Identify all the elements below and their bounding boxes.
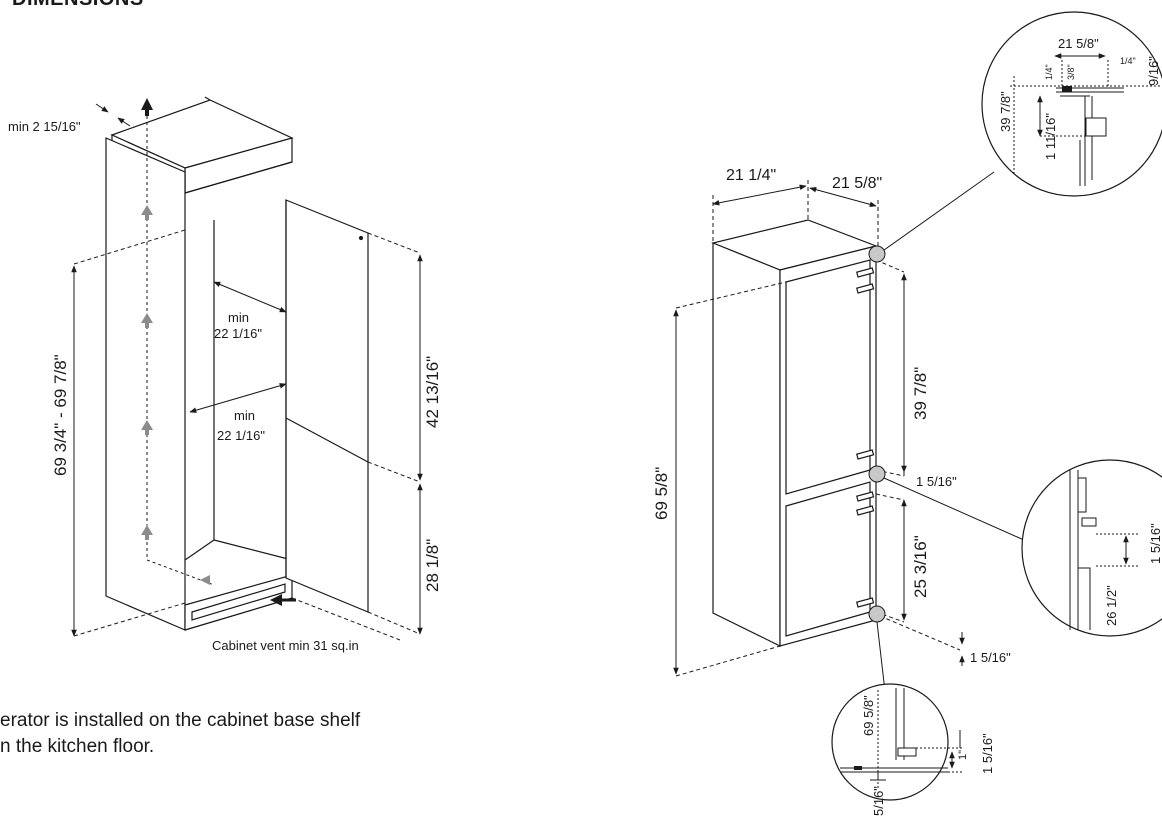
note-line-2: n the kitchen floor. bbox=[0, 736, 155, 757]
appliance-lower-door-label: 25 3/16" bbox=[911, 535, 930, 598]
appliance-upper-door bbox=[785, 259, 871, 495]
cabinet-height-label: 69 3/4" - 69 7/8" bbox=[51, 354, 70, 476]
airflow-out-arrow bbox=[141, 98, 153, 110]
detail-bottom-height: 69 5/8" bbox=[861, 695, 876, 736]
appliance-gap-middle-label: 1 5/16" bbox=[916, 474, 957, 489]
airflow-in-arrow bbox=[270, 594, 282, 606]
cabinet-width-lower: 22 1/16" bbox=[217, 428, 265, 443]
airflow-arrows bbox=[141, 98, 296, 606]
detail-marker-bottom bbox=[868, 605, 886, 623]
appliance-depth-label: 21 1/4" bbox=[726, 167, 776, 184]
cabinet-lower-door-label: 28 1/8" bbox=[423, 539, 442, 592]
detail-marker-top bbox=[868, 245, 886, 263]
appliance-height-label: 69 5/8" bbox=[652, 467, 671, 520]
detail-top-d3: 1/4" bbox=[1120, 56, 1136, 66]
appliance-labels: 21 1/4" 21 5/8" 69 5/8" 39 7/8" 1 5/16" … bbox=[652, 167, 1011, 665]
detail-top-d1: 1/4" bbox=[1044, 64, 1054, 80]
detail-top: 21 5/8" 1/4" 3/8" 1/4" 9/16" 39 7/8" 1 1… bbox=[981, 11, 1162, 197]
detail-top-height: 39 7/8" bbox=[998, 91, 1013, 132]
airflow-path bbox=[146, 110, 215, 586]
airflow-arrow bbox=[141, 525, 153, 535]
detail-marker-middle bbox=[868, 465, 886, 483]
detail-top-d4: 9/16" bbox=[1146, 56, 1161, 86]
appliance-lower-door bbox=[785, 481, 871, 637]
detail-top-offset: 1 11/16" bbox=[1043, 113, 1058, 160]
appliance-gap-bottom-label: 1 5/16" bbox=[970, 650, 1011, 665]
airflow-arrow bbox=[141, 313, 153, 323]
detail-bottom: 69 5/8" 1" 1 5/16" 5/16" bbox=[831, 683, 995, 816]
cabinet-vent-label: Cabinet vent min 31 sq.in bbox=[212, 638, 359, 653]
appliance-dimensions bbox=[673, 180, 965, 677]
section-heading: DIMENSIONS bbox=[12, 0, 144, 11]
note-line-1: erator is installed on the cabinet base … bbox=[0, 710, 361, 731]
cabinet-width-upper: 22 1/16" bbox=[214, 326, 262, 341]
detail-top-width: 21 5/8" bbox=[1058, 36, 1099, 51]
appliance-drawing bbox=[711, 219, 878, 647]
detail-bottom-d1: 1" bbox=[957, 750, 969, 760]
cabinet-drawing bbox=[105, 96, 369, 631]
appliance-width-label: 21 5/8" bbox=[832, 175, 882, 192]
top-clearance-label: min 2 15/16" bbox=[8, 119, 81, 134]
appliance-upper-door-label: 39 7/8" bbox=[911, 367, 930, 420]
airflow-arrow bbox=[141, 420, 153, 430]
installation-note: erator is installed on the cabinet base … bbox=[0, 708, 360, 760]
appliance-side bbox=[712, 242, 781, 647]
min-label-upper: min bbox=[228, 310, 249, 325]
airflow-arrow bbox=[141, 205, 153, 215]
detail-bottom-d3: 5/16" bbox=[871, 786, 886, 816]
detail-markers bbox=[868, 171, 1025, 701]
cabinet-upper-door-label: 42 13/16" bbox=[423, 356, 442, 428]
cabinet-labels: min 2 15/16" 69 3/4" - 69 7/8" min 22 1/… bbox=[8, 119, 442, 653]
detail-top-d2: 3/8" bbox=[1066, 64, 1076, 80]
detail-middle: 1 5/16" 26 1/2" bbox=[1021, 459, 1162, 637]
min-label-lower: min bbox=[234, 408, 255, 423]
cabinet-door bbox=[285, 199, 369, 613]
airflow-arrow bbox=[200, 575, 210, 585]
detail-middle-gap: 1 5/16" bbox=[1148, 523, 1162, 564]
detail-middle-offset: 26 1/2" bbox=[1104, 585, 1119, 626]
detail-bottom-d2: 1 5/16" bbox=[980, 733, 995, 774]
cabinet-dimensions bbox=[71, 103, 423, 641]
